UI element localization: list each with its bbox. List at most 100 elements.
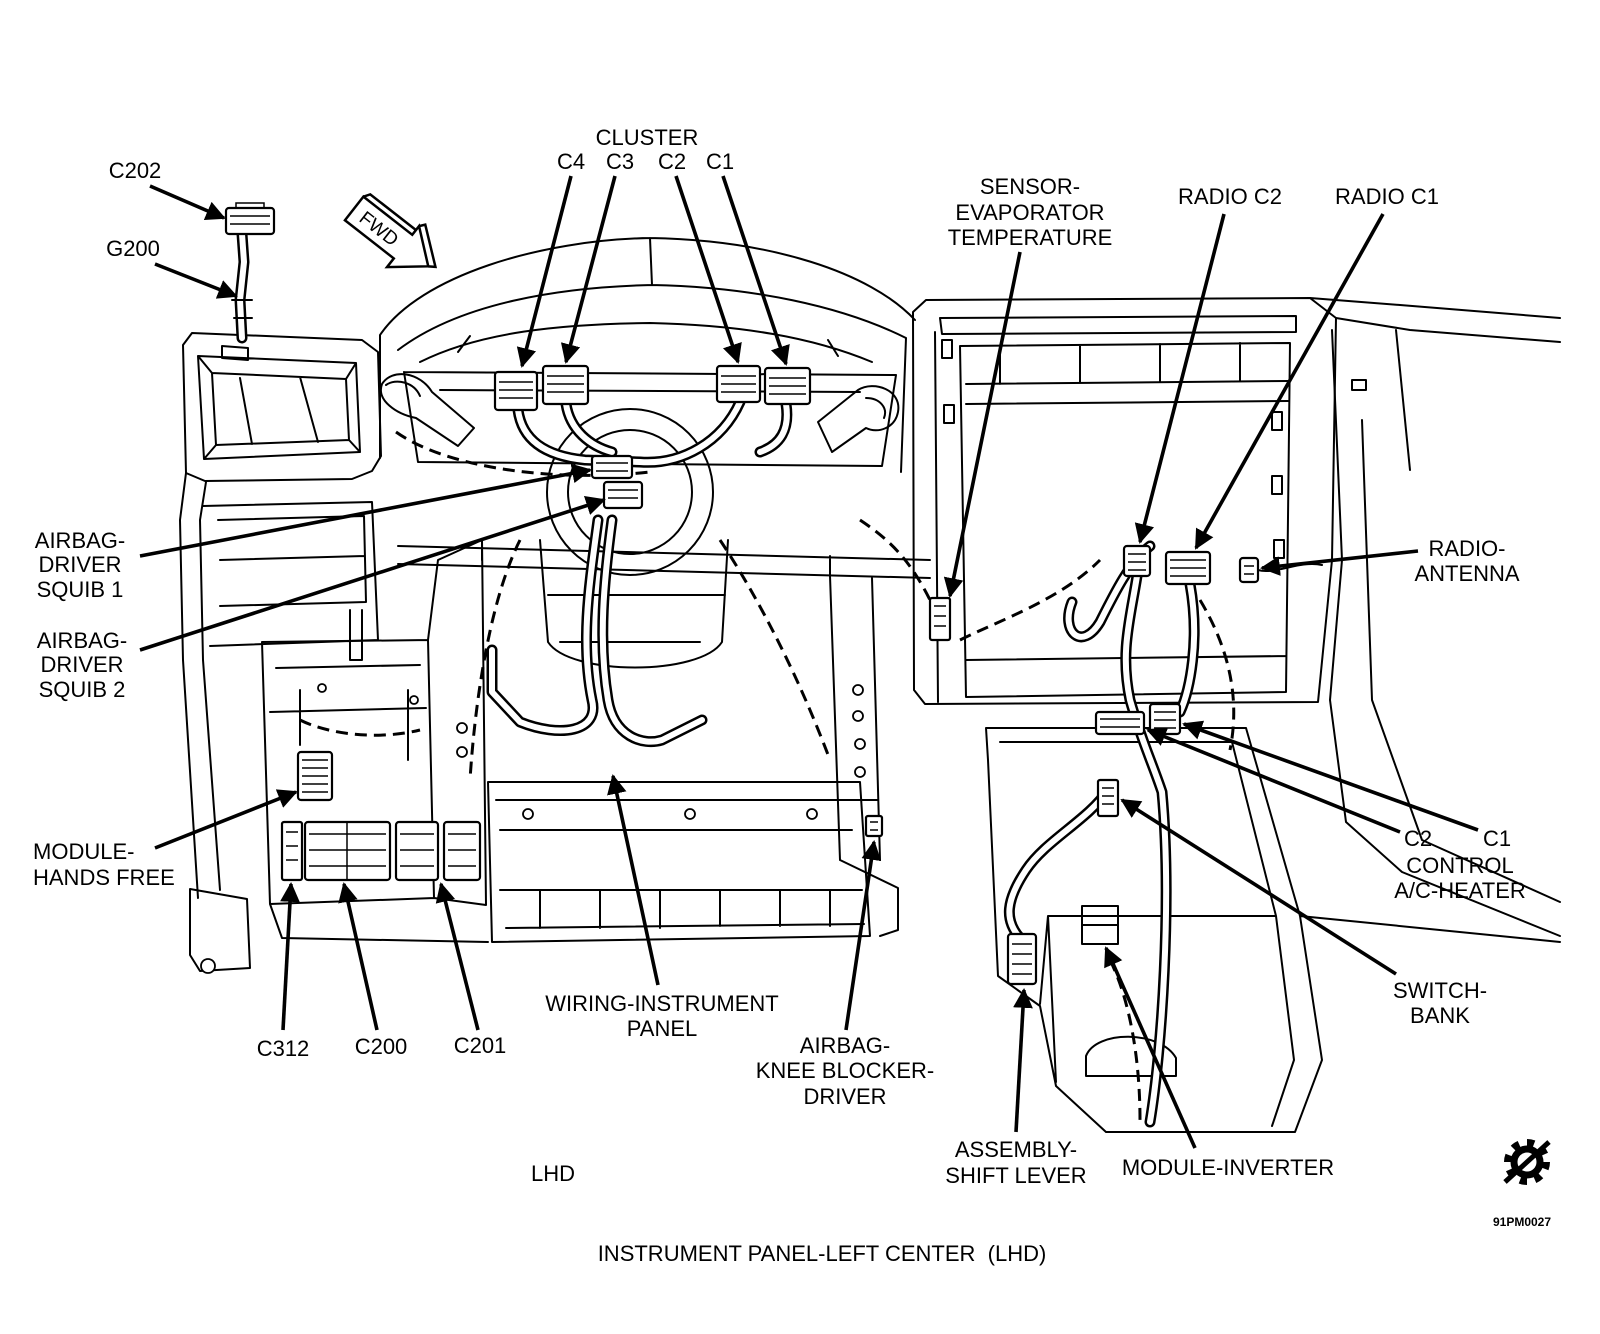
diagram-title: INSTRUMENT PANEL-LEFT CENTER (LHD) <box>598 1241 1047 1266</box>
leader-arrow-knee-blocker <box>844 840 882 1031</box>
connectors <box>224 202 1260 986</box>
connector-body <box>442 820 482 882</box>
ground-g200-harness <box>231 228 253 344</box>
left-multifunction-stalk <box>379 373 475 447</box>
connector-ribs <box>286 831 298 861</box>
airbag-squib-1-label-line-1: AIRBAG- <box>35 528 125 553</box>
leader-arrow-c201 <box>435 882 480 1031</box>
connector-radio-antenna <box>1238 556 1260 584</box>
connector-body <box>928 596 952 642</box>
forward-arrow-shadow <box>363 192 438 269</box>
leader-arrow-airbag-squib-2 <box>139 496 606 652</box>
connector-cluster-c3 <box>541 364 590 406</box>
gear-slash <box>1503 1140 1551 1184</box>
airbag-squib-2-label-line-1: AIRBAG- <box>37 628 127 653</box>
callout-labels: CLUSTER C4 C3 C2 C1 C202 G200 SENSOR- EV… <box>33 125 1551 1266</box>
dashed-harness-segment <box>718 539 832 761</box>
left-vent-housing <box>182 332 382 482</box>
dashed-harness-segment <box>1198 599 1236 751</box>
leader-arrow-g200 <box>154 262 238 299</box>
dashed-harness-segment <box>395 430 651 477</box>
ac-heater-c2-label: C2 <box>1404 826 1432 851</box>
connector-ribs <box>1100 718 1140 728</box>
harness-fill <box>563 401 615 455</box>
center-console <box>985 727 1561 1133</box>
connector-ribs <box>1012 943 1032 975</box>
knee-blocker-label-line-2: KNEE BLOCKER- <box>756 1058 935 1083</box>
leader-arrow-hands-free-module <box>154 789 298 850</box>
connector-body <box>864 814 884 838</box>
dashed-harness-segment <box>1108 959 1142 1121</box>
c202-label: C202 <box>109 158 162 183</box>
leader-arrow-cluster-c3 <box>560 175 617 364</box>
forward-arrow-shape <box>343 194 430 269</box>
left-end-panel <box>179 472 379 972</box>
leader-arrow-radio-antenna <box>1260 549 1419 576</box>
connector-airbag-squib-1 <box>590 454 634 480</box>
airbag-squib-1-label-line-3: SQUIB 1 <box>37 577 124 602</box>
right-multifunction-stalk <box>817 385 900 453</box>
cluster-c4-label: C4 <box>557 149 585 174</box>
leader-arrow-instrument-panel-wiring <box>607 774 660 986</box>
ac-heater-label-line-1: CONTROL <box>1406 853 1514 878</box>
connector-ribs <box>448 833 476 867</box>
instrument-panel-harness <box>486 396 793 748</box>
connector-ribs <box>302 759 328 793</box>
radio-c1-label: RADIO C1 <box>1335 184 1439 209</box>
steering-column-hub-outer <box>546 408 714 576</box>
connector-body <box>541 364 590 406</box>
leader-arrow-radio-c1 <box>1194 213 1385 550</box>
support-bracket-hole <box>854 738 866 750</box>
leader-arrow-cluster-c2 <box>674 175 742 364</box>
radio-harness <box>1063 540 1200 1128</box>
wiring-harnesses <box>231 228 1323 1128</box>
harness-fill <box>599 517 705 745</box>
c200-label: C200 <box>355 1034 408 1059</box>
connector-cluster-c2 <box>715 364 762 404</box>
harness-fill <box>489 517 601 734</box>
connector-ribs <box>400 833 434 867</box>
forward-direction-marker: FWD <box>343 192 438 269</box>
sensor-label-line-3: TEMPERATURE <box>948 225 1113 250</box>
leader-arrow-shift-lever <box>1013 988 1033 1133</box>
leader-arrows <box>139 175 1479 1149</box>
steering-column-hub-inner <box>567 429 693 555</box>
ground-eyelet <box>231 299 253 319</box>
switch-bank-label-line-2: BANK <box>1410 1003 1470 1028</box>
dashed-harness-segment <box>468 539 522 781</box>
module-inverter-body <box>1081 905 1119 945</box>
steering-column-shroud <box>539 539 729 669</box>
sensor-label-line-1: SENSOR- <box>980 174 1080 199</box>
variant-label: LHD <box>531 1161 575 1186</box>
support-bracket-hole <box>854 766 866 778</box>
connector-evaporator-sensor <box>928 596 952 642</box>
connector-radio-c2 <box>1122 544 1152 578</box>
leader-arrow-evaporator-sensor <box>943 251 1022 598</box>
cluster-c1-label: C1 <box>706 149 734 174</box>
harness-fill <box>515 399 743 466</box>
leader-arrow-c202 <box>149 184 226 221</box>
connector-shift-lever <box>1006 932 1038 986</box>
harness-fill <box>757 401 790 455</box>
knee-blocker-label-line-3: DRIVER <box>803 1084 886 1109</box>
c312-label: C312 <box>257 1036 310 1061</box>
leader-arrow-c200 <box>338 882 379 1031</box>
sensor-label-line-2: EVAPORATOR <box>955 200 1104 225</box>
radio-antenna-label-line-1: RADIO- <box>1429 536 1506 561</box>
knee-blocker-hole <box>522 808 534 820</box>
right-dash-wing <box>1309 297 1561 937</box>
connector-body <box>1148 702 1182 736</box>
connector-ribs <box>1128 553 1146 571</box>
harness-fill <box>1006 787 1111 941</box>
connector-body <box>602 480 644 510</box>
connector-c312 <box>280 820 304 882</box>
gear-ring <box>1510 1145 1544 1179</box>
left-lower-frame <box>261 539 489 943</box>
connector-radio-c1 <box>1164 550 1212 586</box>
cluster-c2-label: C2 <box>658 149 686 174</box>
leader-arrow-ac-heater-c2 <box>1146 727 1401 834</box>
connector-body <box>1122 544 1152 578</box>
leader-arrow-airbag-squib-1 <box>139 463 592 558</box>
